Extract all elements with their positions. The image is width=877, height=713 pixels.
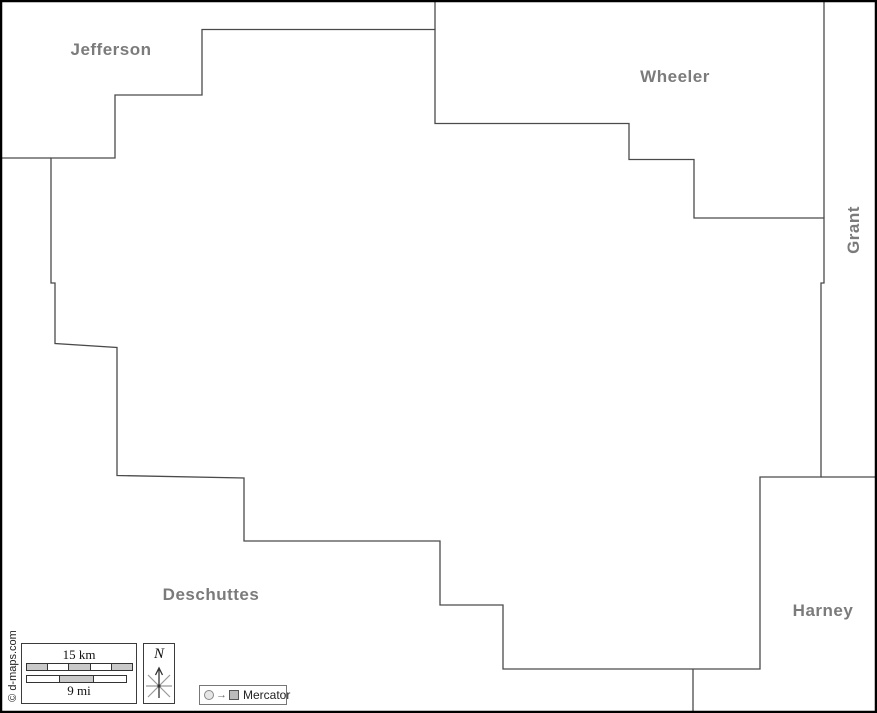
scale-bar-box: 15 km 9 mi (21, 643, 137, 704)
north-label: N (153, 646, 164, 662)
scale-bar-mi (26, 675, 127, 683)
projection-badge: → Mercator (199, 685, 291, 705)
county-label-jefferson: Jefferson (70, 40, 152, 59)
scale-segment (48, 664, 70, 670)
county-label-grant: Grant (844, 206, 863, 254)
scale-segment (69, 664, 91, 670)
scale-mi-label: 9 mi (67, 683, 91, 698)
boundary-crook-county (50, 28, 825, 670)
scale-segment (27, 664, 49, 670)
scale-segment (93, 676, 126, 682)
scale-km-label: 15 km (62, 647, 96, 662)
scale-segment (60, 676, 94, 682)
scale-segment (27, 676, 61, 682)
county-label-wheeler: Wheeler (640, 67, 710, 86)
scale-bar-km (26, 663, 133, 671)
north-arrow-icon (146, 666, 172, 698)
projected-square-icon (229, 690, 239, 700)
north-arrow-box: N (143, 643, 175, 704)
county-label-deschuttes: Deschuttes (162, 585, 260, 604)
arrow-right-icon: → (216, 688, 227, 701)
scale-segment (90, 664, 112, 670)
county-label-harney: Harney (792, 601, 854, 620)
scale-segment (111, 664, 133, 670)
globe-circle-icon (204, 690, 214, 700)
copyright-text: © d-maps.com (7, 630, 19, 702)
projection-name: Mercator (243, 688, 291, 702)
